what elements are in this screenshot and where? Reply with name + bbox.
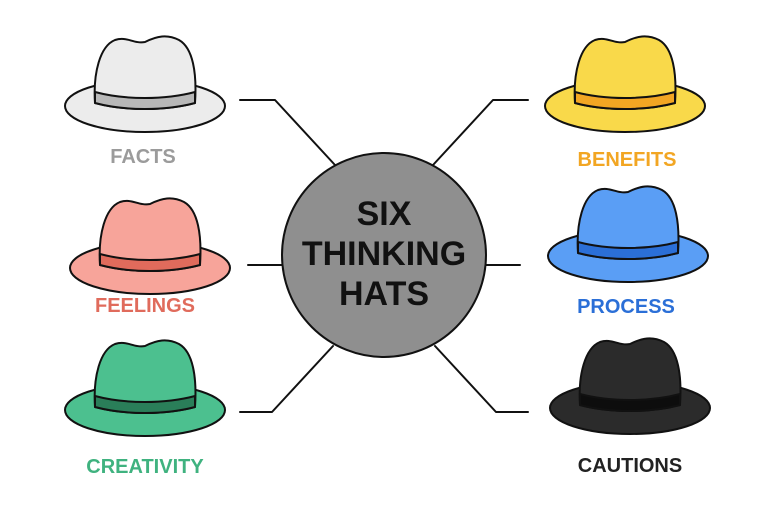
connector-facts	[239, 99, 336, 166]
black-hat-icon	[549, 337, 711, 435]
green-hat-creativity: CREATIVITY	[64, 339, 226, 478]
center-circle	[281, 152, 487, 358]
blue-hat-icon	[547, 185, 709, 283]
red-hat-icon	[69, 197, 231, 295]
green-hat-icon	[64, 339, 226, 437]
connector-creativity	[239, 345, 334, 413]
white-hat-facts: FACTS	[64, 35, 226, 168]
red-hat-feelings: FEELINGS	[69, 197, 231, 317]
hat-label-cautions: CAUTIONS	[578, 455, 682, 477]
connector-cautions	[434, 345, 529, 413]
black-hat-cautions: CAUTIONS	[549, 337, 711, 477]
hat-label-facts: FACTS	[110, 146, 176, 168]
hat-label-benefits: BENEFITS	[578, 149, 677, 171]
hat-label-creativity: CREATIVITY	[86, 456, 204, 478]
center-title-line-3: HATS	[339, 275, 429, 313]
hat-label-feelings: FEELINGS	[95, 295, 195, 317]
blue-hat-process: PROCESS	[547, 185, 709, 318]
center-hub: SIX THINKING HATS	[281, 152, 487, 358]
connector-benefits	[432, 99, 529, 166]
hat-label-process: PROCESS	[577, 296, 675, 318]
yellow-hat-icon	[544, 35, 706, 133]
white-hat-icon	[64, 35, 226, 133]
yellow-hat-benefits: BENEFITS	[544, 35, 706, 171]
center-title-line-2: THINKING	[302, 235, 466, 273]
center-title-line-1: SIX	[357, 195, 412, 233]
